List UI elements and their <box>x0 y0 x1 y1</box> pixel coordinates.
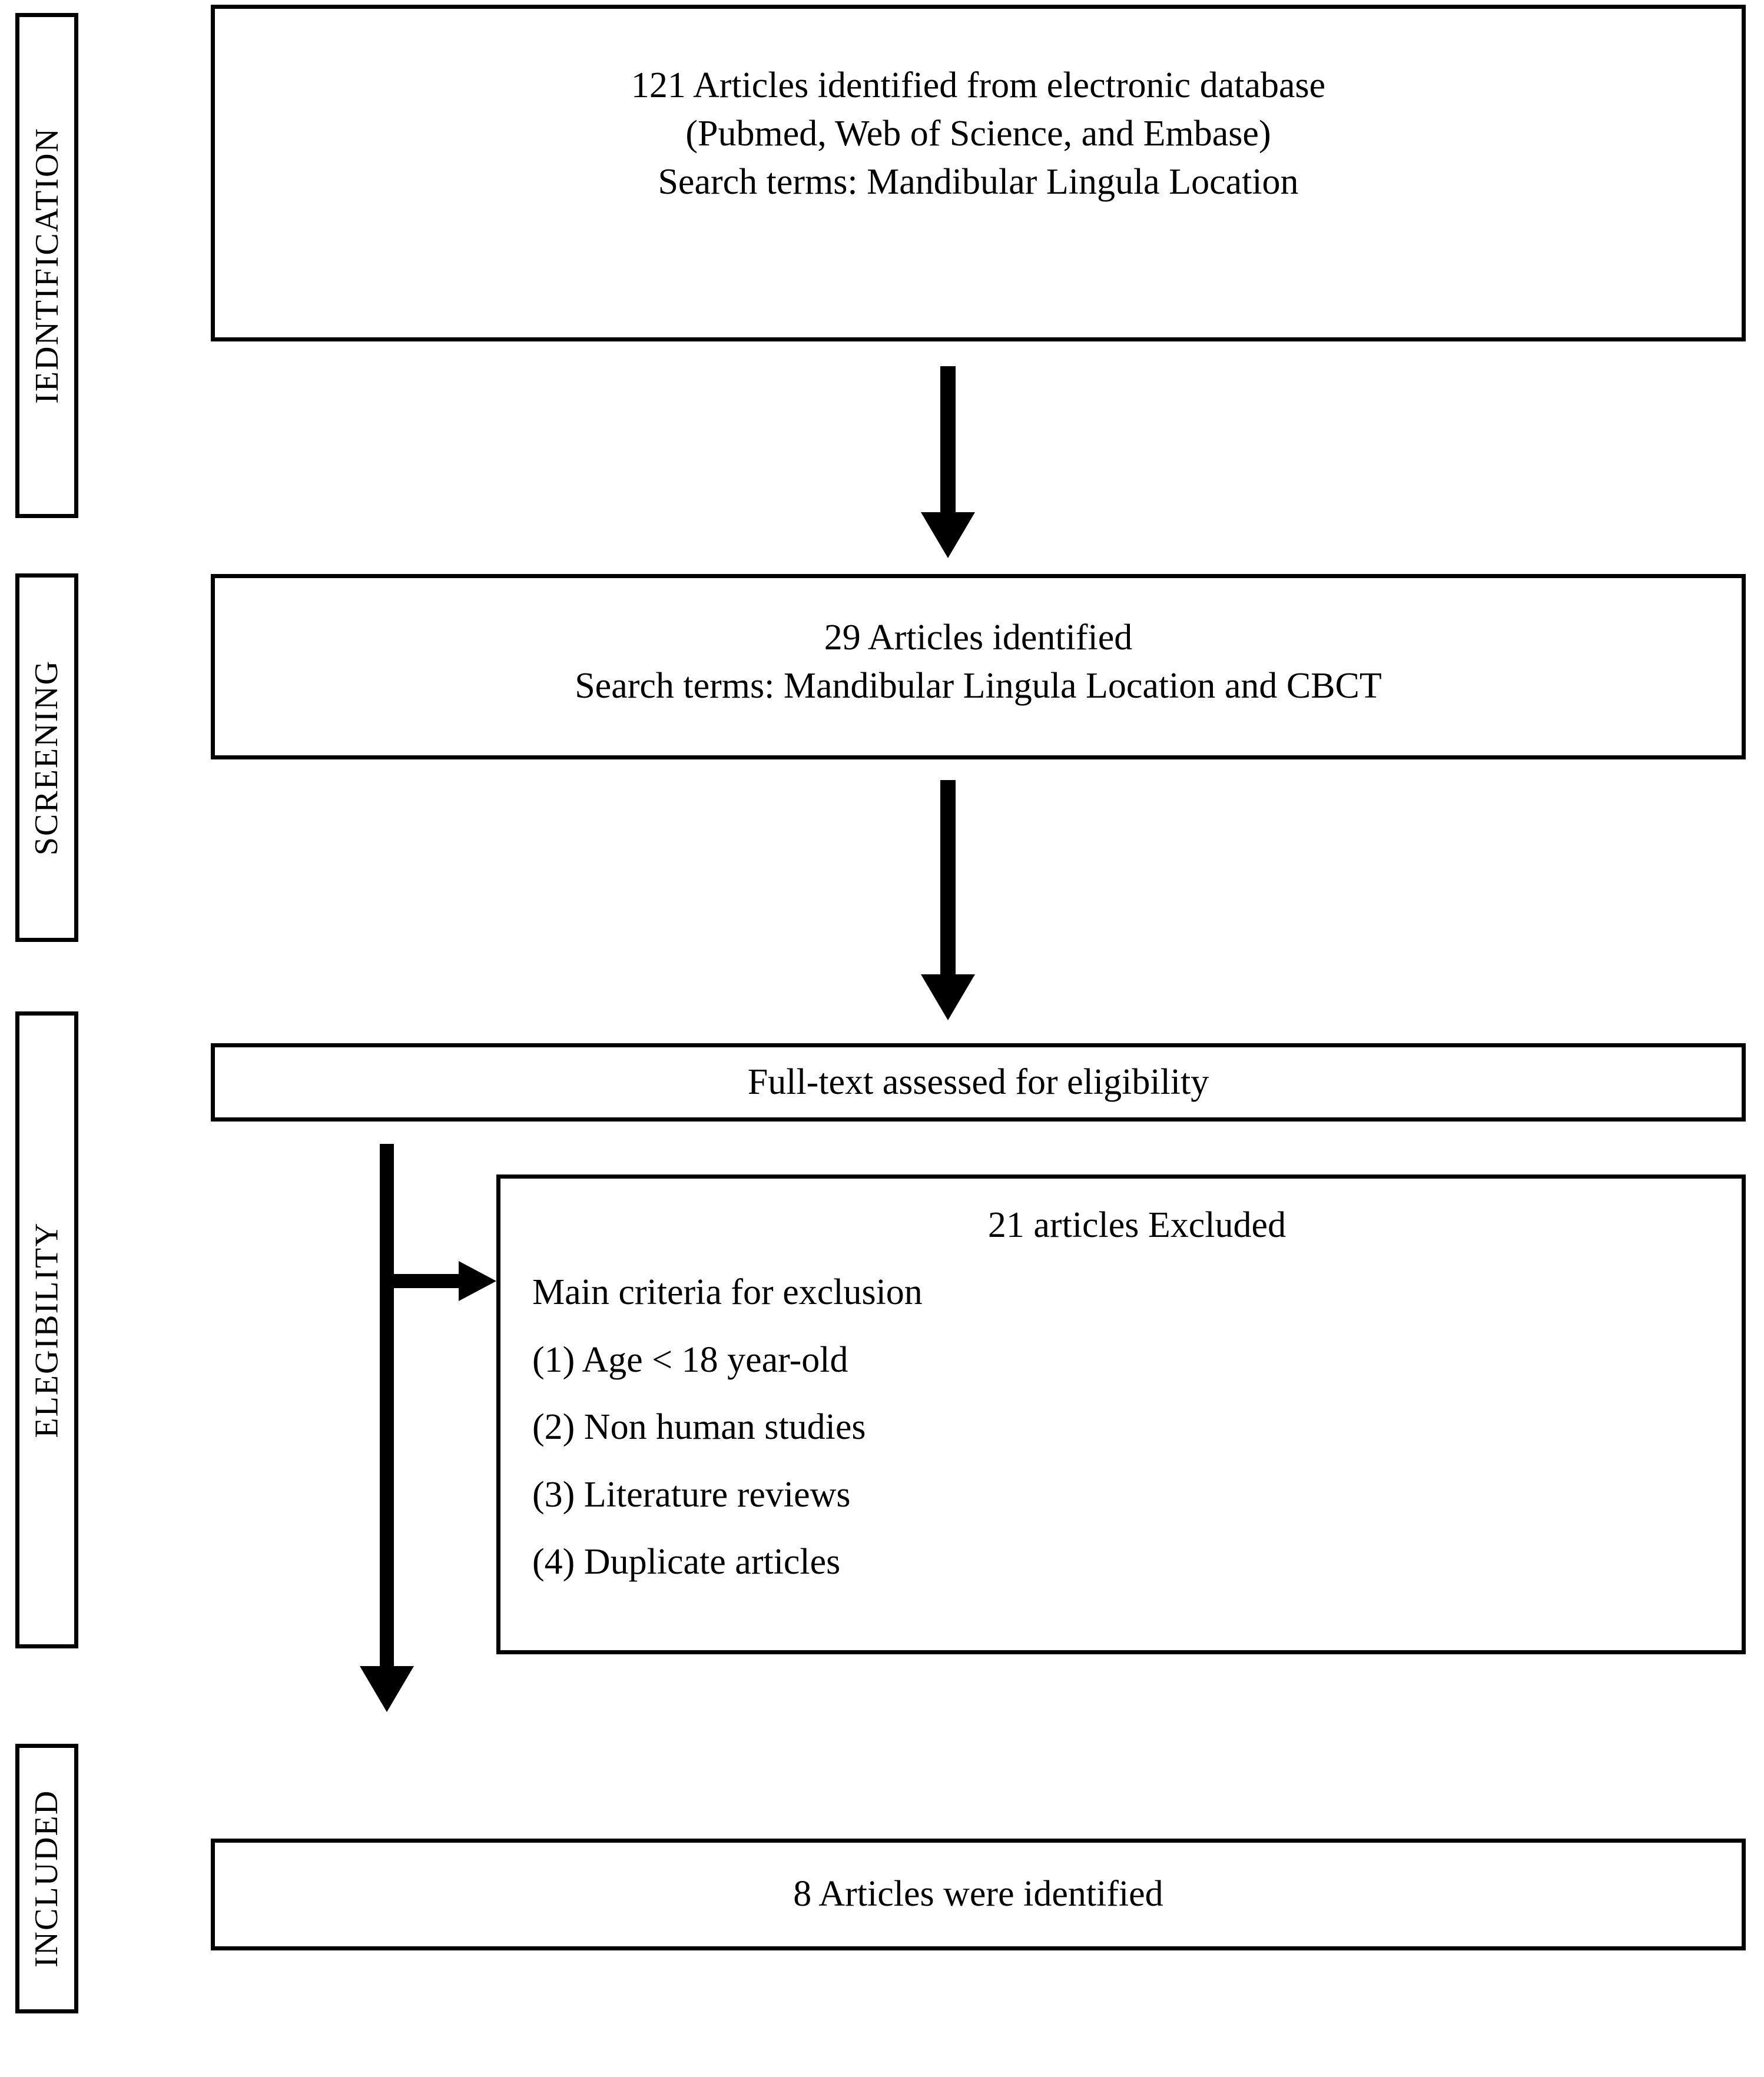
box-included: 8 Articles were identified <box>211 1839 1746 1950</box>
connector-fulltext-to-included-shaft <box>380 1144 394 1671</box>
box-screening: 29 Articles identified Search terms: Man… <box>211 574 1746 759</box>
connector-screening-to-fulltext-arrowhead-icon <box>921 974 975 1020</box>
connector-identification-to-screening-shaft <box>940 366 956 517</box>
box-fulltext-eligibility: Full-text assessed for eligibility <box>211 1043 1746 1122</box>
box-excluded-criterion-1: (1) Age < 18 year-old <box>532 1339 848 1380</box>
box-included-line-1: 8 Articles were identified <box>793 1874 1163 1915</box>
box-screening-line-2: Search terms: Mandibular Lingula Locatio… <box>575 665 1382 706</box>
box-excluded: 21 articles Excluded Main criteria for e… <box>496 1174 1746 1654</box>
box-excluded-criterion-4: (4) Duplicate articles <box>532 1541 841 1582</box>
stage-label-identification: IEDNTIFICATION <box>15 13 78 518</box>
box-excluded-subtitle: Main criteria for exclusion <box>532 1272 923 1313</box>
box-excluded-criterion-3: (3) Literature reviews <box>532 1474 851 1515</box>
box-excluded-criterion-2: (2) Non human studies <box>532 1407 866 1448</box>
box-excluded-title: 21 articles Excluded <box>987 1205 1286 1245</box>
stage-label-included-text: INCLUDED <box>28 1789 65 1968</box>
stage-label-screening-text: SCREENING <box>28 659 65 856</box>
connector-fulltext-to-included-arrowhead-icon <box>360 1666 414 1712</box>
box-screening-line-1: 29 Articles identified <box>824 617 1133 658</box>
connector-identification-to-screening-arrowhead-icon <box>921 512 975 558</box>
stage-label-eligibility: ELEGIBILITY <box>15 1011 78 1648</box>
stage-label-screening: SCREENING <box>15 573 78 942</box>
box-identification-line-1: 121 Articles identified from electronic … <box>631 65 1326 106</box>
connector-fulltext-to-excluded-arrowhead-icon <box>459 1261 496 1301</box>
box-fulltext-eligibility-line-1: Full-text assessed for eligibility <box>747 1061 1209 1102</box>
stage-label-included: INCLUDED <box>15 1744 78 2013</box>
connector-fulltext-to-excluded-shaft <box>387 1274 465 1288</box>
box-identification-line-2: (Pubmed, Web of Science, and Embase) <box>685 114 1271 154</box>
box-identification: 121 Articles identified from electronic … <box>211 5 1746 341</box>
connector-screening-to-fulltext-shaft <box>940 780 956 980</box>
box-identification-line-3: Search terms: Mandibular Lingula Locatio… <box>658 161 1299 202</box>
stage-label-eligibility-text: ELEGIBILITY <box>28 1222 65 1438</box>
stage-label-identification-text: IEDNTIFICATION <box>28 127 65 404</box>
